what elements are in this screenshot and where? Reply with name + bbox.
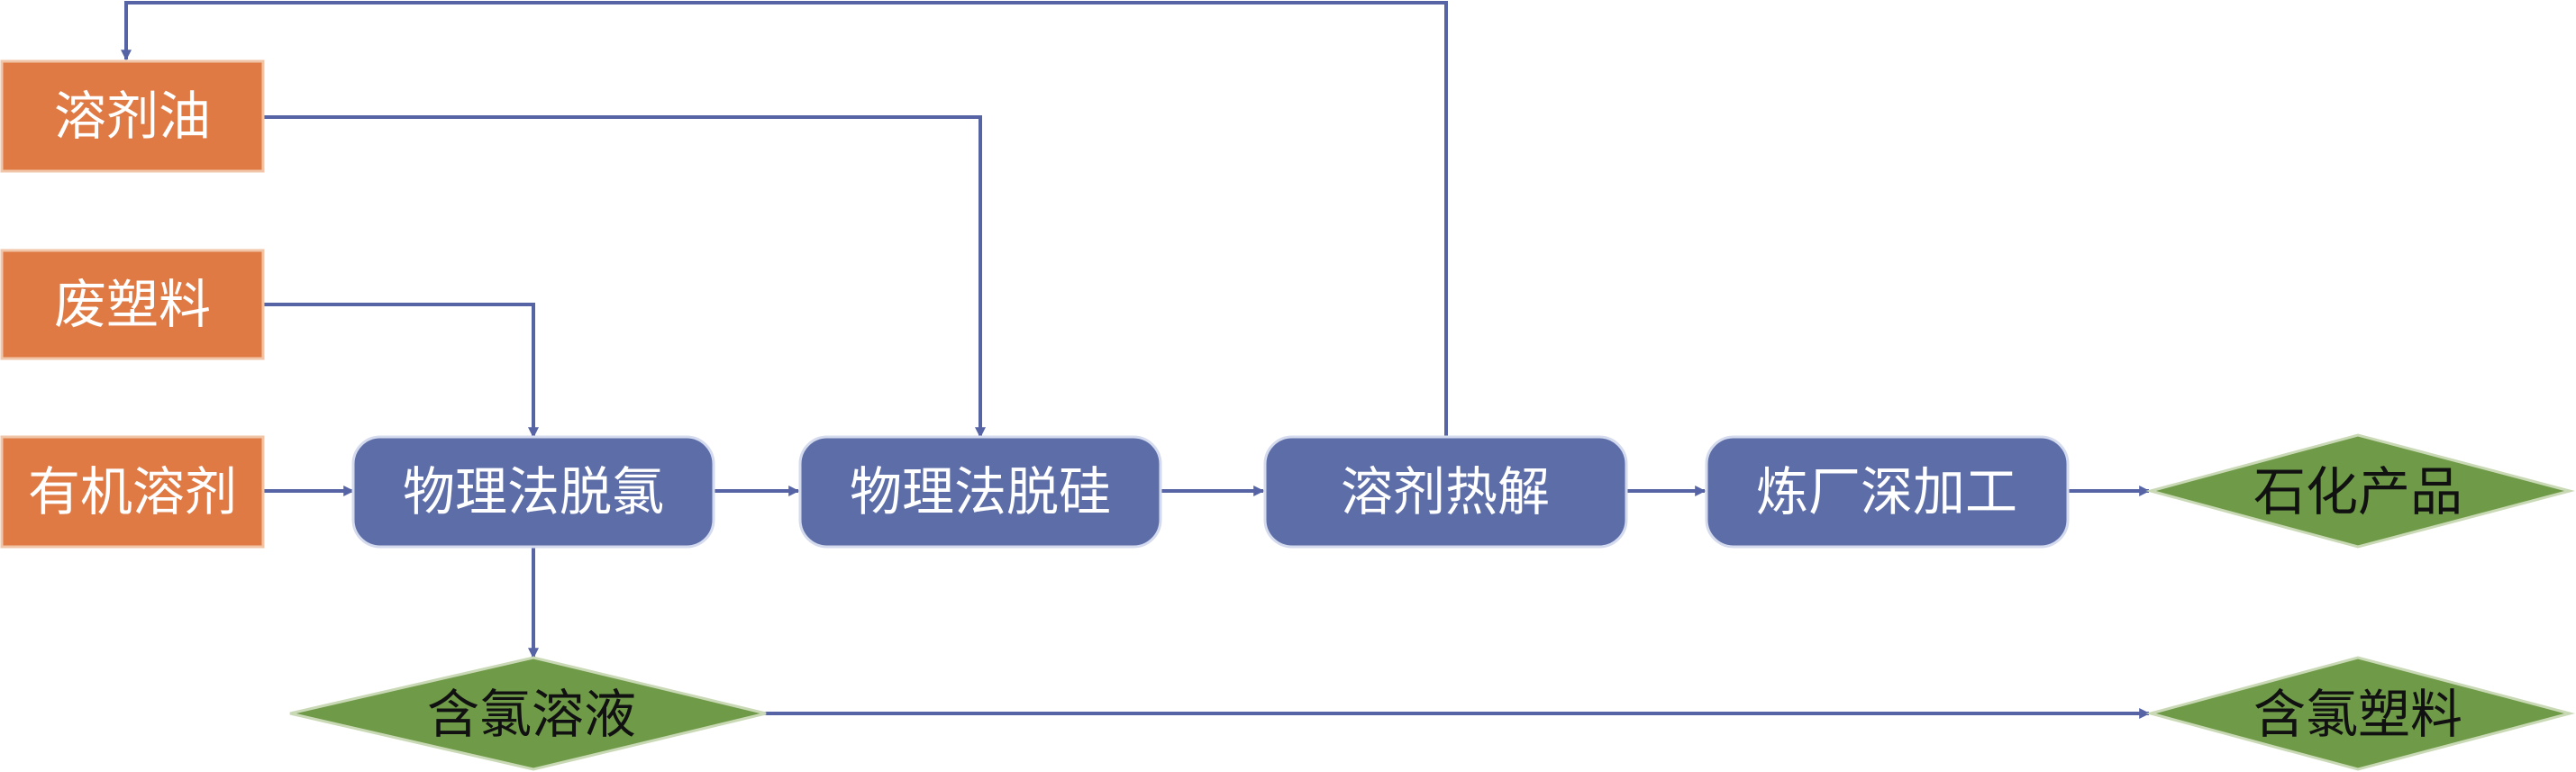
output-node-chlorinated-plastic: 含氯塑料	[2145, 656, 2575, 771]
edge-waste-plastic-to-dechlorination	[263, 303, 539, 439]
process-node-dechlorination: 物理法脱氯	[351, 435, 715, 549]
edge-pyrolysis-to-solvent-oil	[121, 1, 1448, 439]
process-node-solvent-pyrolysis: 溶剂热解	[1263, 435, 1628, 549]
input-label-solvent-oil: 溶剂油	[54, 86, 211, 147]
input-nodes: 溶剂油 废塑料 有机溶剂	[0, 59, 265, 549]
input-node-organic-solvent: 有机溶剂	[0, 435, 265, 549]
process-node-refinery-processing: 炼厂深加工	[1705, 435, 2070, 549]
output-node-chlorine-solution: 含氯溶液	[289, 656, 767, 771]
edges	[121, 1, 2151, 719]
process-nodes: 物理法脱氯 物理法脱硅 溶剂热解 炼厂深加工	[351, 435, 2070, 549]
output-node-petrochemical-products: 石化产品	[2145, 433, 2575, 549]
process-label-refinery-processing: 炼厂深加工	[1756, 461, 2017, 522]
edge-solvent-oil-to-desilication	[263, 115, 986, 439]
input-label-organic-solvent: 有机溶剂	[28, 461, 237, 522]
input-node-solvent-oil: 溶剂油	[0, 59, 265, 173]
process-node-desilication: 物理法脱硅	[798, 435, 1162, 549]
input-label-waste-plastic: 废塑料	[54, 274, 211, 335]
output-label-chlorine-solution: 含氯溶液	[427, 684, 636, 745]
output-nodes: 含氯溶液 石化产品 含氯塑料	[289, 433, 2575, 771]
process-label-desilication: 物理法脱硅	[850, 461, 1111, 522]
output-label-petrochemical-products: 石化产品	[2253, 461, 2462, 522]
process-label-dechlorination: 物理法脱氯	[403, 461, 664, 522]
process-label-solvent-pyrolysis: 溶剂热解	[1341, 461, 1550, 522]
output-label-chlorinated-plastic: 含氯塑料	[2253, 684, 2462, 745]
input-node-waste-plastic: 废塑料	[0, 249, 265, 360]
